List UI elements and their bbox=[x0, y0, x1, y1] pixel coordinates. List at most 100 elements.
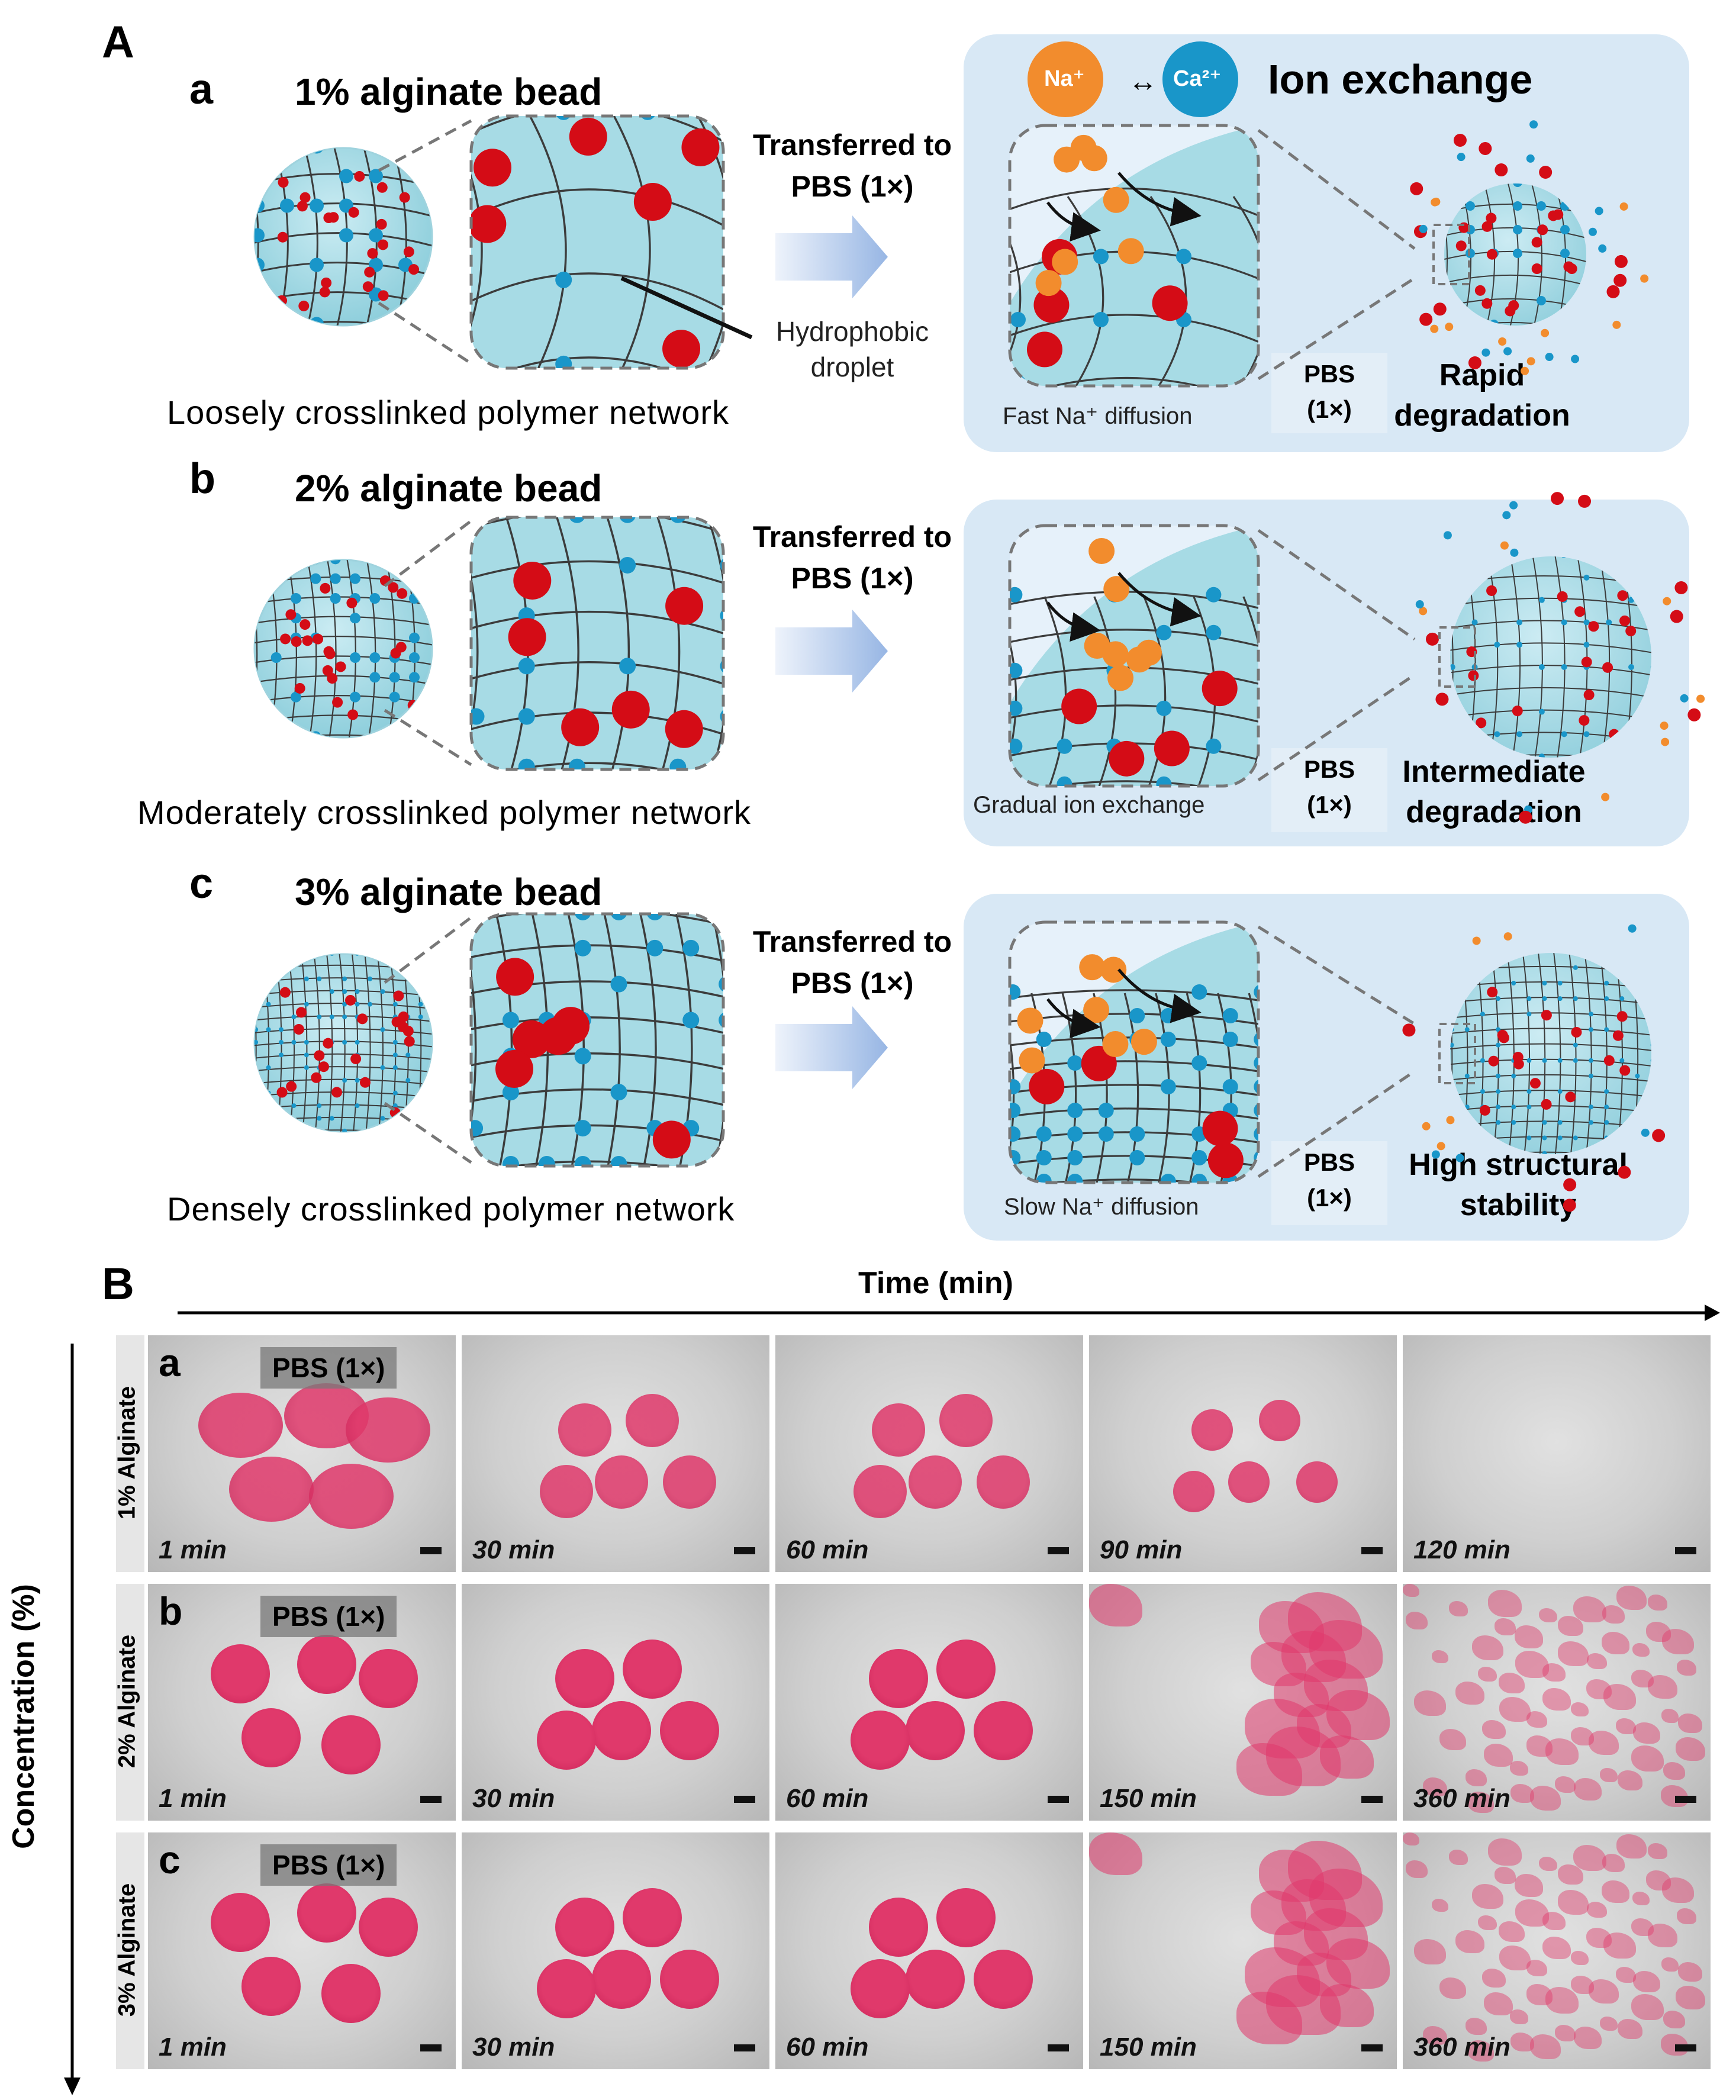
time-label: 1 min bbox=[159, 1784, 227, 1813]
crosslink-node bbox=[1513, 201, 1522, 211]
network-strand bbox=[1599, 556, 1611, 758]
hydrophobic-droplet bbox=[1603, 1055, 1615, 1066]
crosslink-node bbox=[1573, 953, 1578, 955]
alginate-bead bbox=[536, 1959, 596, 2018]
na-ion bbox=[1103, 576, 1130, 603]
crosslink-node bbox=[1010, 1150, 1021, 1165]
crosslink-node bbox=[255, 1078, 259, 1083]
network-strand bbox=[1506, 953, 1515, 1154]
released-particle bbox=[1578, 494, 1592, 508]
row-b-transfer: Transferred to PBS (1×) bbox=[752, 520, 952, 595]
crosslink-node bbox=[392, 1090, 398, 1096]
crosslink-node bbox=[1511, 1120, 1516, 1125]
released-particle bbox=[1674, 581, 1688, 594]
crosslink-node bbox=[1650, 731, 1651, 737]
crosslink-node bbox=[1619, 1135, 1625, 1141]
hydrophobic-droplet bbox=[1026, 331, 1062, 368]
alginate-bead bbox=[659, 1701, 719, 1760]
crosslink-node bbox=[1511, 1073, 1516, 1078]
crosslink-node bbox=[431, 1090, 432, 1096]
crosslink-node bbox=[431, 1078, 432, 1083]
hydrophobic-droplet bbox=[1553, 209, 1564, 220]
crosslink-node bbox=[1557, 981, 1563, 985]
network-strand bbox=[255, 695, 432, 705]
network-strand bbox=[255, 636, 432, 646]
crosslink-node bbox=[1093, 312, 1109, 327]
crosslink-node bbox=[1450, 953, 1454, 955]
row-b-caption: Moderately crosslinked polymer network bbox=[137, 794, 752, 831]
pbs-tag: PBS (1×) bbox=[260, 1347, 397, 1389]
released-particle bbox=[1402, 1023, 1416, 1037]
released-particle bbox=[1500, 541, 1509, 550]
hydrophobic-droplet bbox=[378, 290, 389, 301]
crosslink-node bbox=[1036, 1126, 1052, 1142]
crosslink-node bbox=[392, 1128, 398, 1132]
hydrophobic-droplet bbox=[1541, 1099, 1552, 1110]
row-c-zoom-frame bbox=[469, 912, 725, 1168]
hydrophobic-droplet bbox=[323, 1038, 334, 1049]
bead-fragment bbox=[1510, 2033, 1535, 2052]
bead-fragment bbox=[1663, 2011, 1685, 2028]
hydrophobic-droplet bbox=[398, 1011, 409, 1022]
row-c-inset-frame bbox=[1008, 920, 1260, 1184]
row-a-zoom-frame bbox=[469, 114, 725, 370]
bead-fragment bbox=[1514, 1874, 1543, 1897]
crosslink-node bbox=[1450, 1027, 1454, 1032]
hydrophobic-droplet bbox=[1581, 656, 1592, 668]
hydrophobic-droplet bbox=[367, 248, 378, 259]
crosslink-node bbox=[1098, 1126, 1114, 1142]
row-b-letter: b bbox=[189, 455, 215, 503]
hydrophobic-droplet bbox=[513, 561, 552, 600]
crosslink-node bbox=[1450, 664, 1455, 670]
bead-fragment bbox=[1530, 2034, 1561, 2059]
hydrophobic-droplet bbox=[298, 300, 310, 311]
crosslink-node bbox=[1606, 619, 1612, 626]
crosslink-node bbox=[304, 1039, 309, 1045]
crosslink-node bbox=[1254, 1103, 1258, 1118]
alginate-bead bbox=[358, 1898, 418, 1957]
released-particle bbox=[1563, 1199, 1576, 1212]
bead-fragment bbox=[1482, 1969, 1506, 1988]
crosslink-node bbox=[1542, 981, 1547, 985]
row-b-zoom-frame bbox=[469, 516, 725, 771]
bead-fragment bbox=[1510, 1784, 1535, 1803]
bead-fragment bbox=[1615, 1718, 1636, 1735]
crosslink-node bbox=[270, 652, 282, 663]
row-letter: c bbox=[159, 1838, 181, 1882]
alginate-bead bbox=[595, 1455, 649, 1509]
droplets bbox=[495, 958, 691, 1159]
alginate-bead bbox=[909, 1455, 962, 1509]
network-strand bbox=[1599, 953, 1608, 1154]
crosslink-node bbox=[518, 658, 535, 675]
hydrophobic-droplet bbox=[277, 231, 288, 243]
crosslink-node bbox=[291, 954, 297, 956]
na-ion bbox=[1081, 145, 1107, 172]
crosslink-node bbox=[555, 355, 572, 368]
crosslink-node bbox=[1464, 1104, 1470, 1110]
crosslink-node bbox=[279, 1039, 284, 1045]
crosslink-node bbox=[1254, 984, 1258, 1000]
hydrophobic-droplet bbox=[314, 1050, 325, 1061]
row-a-letter: a bbox=[189, 66, 214, 113]
crosslink-node bbox=[1561, 556, 1567, 559]
network-strand bbox=[1450, 1043, 1651, 1051]
bead-fragment bbox=[1647, 1843, 1667, 1859]
released-particle bbox=[1660, 722, 1669, 730]
network-strand bbox=[1491, 953, 1499, 1154]
crosslink-node bbox=[291, 1039, 297, 1045]
crosslink-node bbox=[398, 148, 413, 154]
released-particle bbox=[1612, 320, 1621, 329]
network-strand bbox=[1444, 274, 1586, 286]
crosslink-node bbox=[330, 593, 341, 604]
row-a-title: 1% alginate bead bbox=[295, 70, 603, 113]
crosslink-node bbox=[1526, 996, 1532, 1001]
crosslink-node bbox=[610, 914, 627, 920]
crosslink-node bbox=[502, 1155, 519, 1166]
crosslink-node bbox=[1516, 642, 1523, 648]
crosslink-node bbox=[682, 939, 700, 956]
photo-cell bbox=[775, 1584, 1083, 1821]
hydrophobic-droplet bbox=[347, 709, 359, 720]
transfer-arrow-icon bbox=[775, 1006, 888, 1089]
crosslink-node bbox=[1480, 1012, 1485, 1017]
bead-fragment bbox=[1439, 1977, 1466, 1999]
